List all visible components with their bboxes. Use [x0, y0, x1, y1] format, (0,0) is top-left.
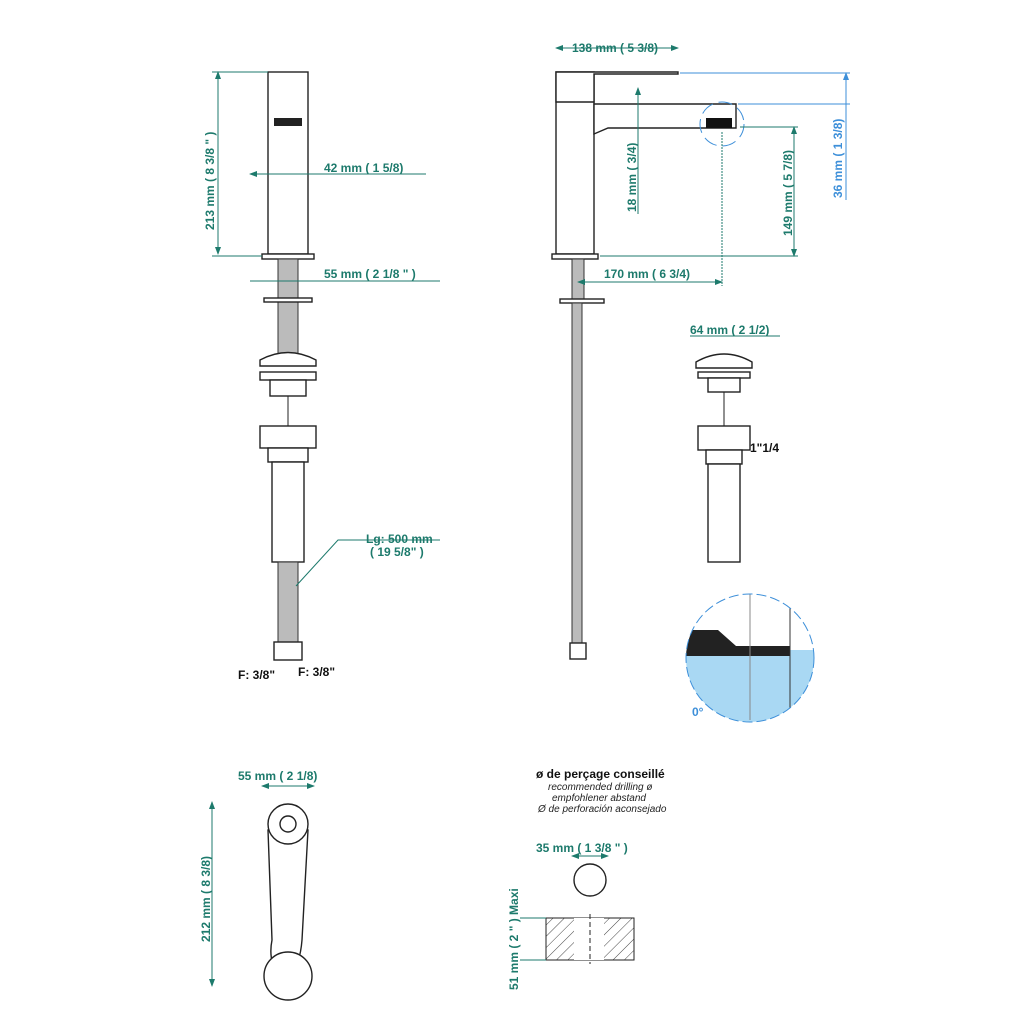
body-diameter-label: 42 mm ( 1 5/8)	[324, 161, 403, 175]
drilling-de: empfohlener abstand	[552, 793, 646, 804]
front-view: 213 mm ( 8 3/8 " ) 42 mm ( 1 5/8) 55 mm …	[203, 71, 440, 682]
top-base-diameter-label: 55 mm ( 2 1/8)	[238, 769, 317, 783]
top-length-label: 212 mm ( 8 3/8)	[199, 856, 213, 942]
drilling-recommendation: ø de perçage conseillé recommended drill…	[507, 767, 667, 990]
hose-length-inch-label: ( 19 5/8" )	[370, 545, 424, 559]
drilling-title: ø de perçage conseillé	[536, 767, 665, 781]
drain-view: 64 mm ( 2 1/2) 1"1/4	[690, 323, 780, 563]
drain-thread-label: 1"1/4	[750, 441, 779, 455]
connector-right-label: F: 3/8"	[298, 665, 335, 679]
spout-reach-label: 170 mm ( 6 3/4)	[604, 267, 690, 281]
connector-left-label: F: 3/8"	[238, 668, 275, 682]
handle-offset-label: 36 mm ( 1 3/8)	[831, 119, 845, 198]
spout-thickness-label: 18 mm ( 3/4)	[625, 143, 639, 212]
side-view: 138 mm ( 5 3/8) 18 mm ( 3/4) 149 mm ( 5 …	[551, 41, 850, 660]
handle-length-label: 138 mm ( 5 3/8)	[572, 41, 658, 55]
spout-height-label: 149 mm ( 5 7/8)	[781, 150, 795, 236]
front-height-label: 213 mm ( 8 3/8 " )	[203, 132, 217, 230]
drilling-es: Ø de perforación aconsejado	[537, 804, 667, 815]
angle-label: 0°	[692, 705, 704, 719]
hose-length-label: Lg: 500 mm	[366, 532, 433, 546]
top-view: 55 mm ( 2 1/8) 212 mm ( 8 3/8)	[199, 769, 317, 1001]
drilling-en: recommended drilling ø	[548, 782, 653, 793]
max-thickness-label: 51 mm ( 2 " ) Maxi	[507, 888, 521, 990]
drilling-diameter-label: 35 mm ( 1 3/8 " )	[536, 841, 628, 855]
base-diameter-label: 55 mm ( 2 1/8 " )	[324, 267, 416, 281]
aerator-detail: 0°	[685, 593, 815, 723]
drain-diameter-label: 64 mm ( 2 1/2)	[690, 323, 769, 337]
